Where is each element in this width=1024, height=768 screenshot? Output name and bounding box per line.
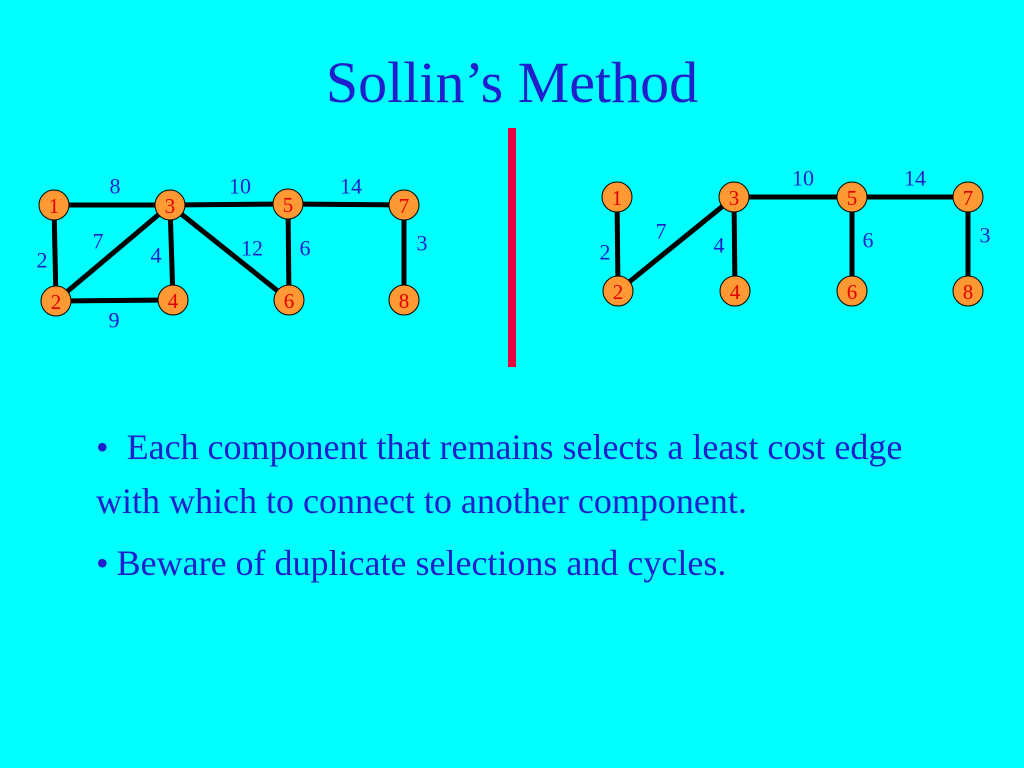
edge-weight-label: 10	[229, 174, 251, 199]
graph-edge	[53, 202, 173, 304]
graph-node	[388, 284, 420, 316]
bullet-text: Beware of duplicate selections and cycle…	[116, 543, 727, 583]
graph-edge	[285, 201, 292, 303]
graph-node	[719, 275, 751, 307]
bullet-text: Each component that remains selects a le…	[96, 427, 903, 521]
slide-title: Sollin’s Method	[325, 50, 699, 115]
edge-weight-label: 3	[980, 223, 991, 248]
graph-node	[154, 189, 186, 221]
node-label: 1	[612, 186, 623, 210]
graph-edge	[167, 201, 291, 208]
edge-weight-label: 6	[863, 228, 874, 253]
node-label: 3	[165, 194, 176, 218]
node-label: 4	[168, 289, 179, 313]
graph-edge	[167, 202, 292, 303]
node-label: 6	[847, 280, 858, 304]
node-label: 3	[729, 186, 740, 210]
edge-weight-label: 2	[37, 248, 48, 273]
bullet-list: •Each component that remains selects a l…	[96, 420, 936, 598]
node-label: 5	[847, 186, 858, 210]
graph-node	[272, 188, 304, 220]
node-label: 4	[730, 280, 741, 304]
graph-edge	[731, 194, 738, 294]
edge-weight-label: 12	[241, 236, 263, 261]
node-label: 2	[613, 280, 624, 304]
edge-weight-label: 14	[340, 174, 362, 199]
bullet-mark: •	[96, 543, 109, 583]
graph-edge	[167, 202, 176, 303]
node-label: 7	[963, 186, 974, 210]
graph-node	[38, 189, 70, 221]
graph-node	[718, 181, 750, 213]
edge-weight-label: 9	[109, 308, 120, 333]
node-label: 7	[399, 194, 410, 218]
graph-edge	[285, 201, 407, 208]
graph-node	[602, 275, 634, 307]
graph-node	[836, 275, 868, 307]
graph-node	[601, 181, 633, 213]
graph-edge	[51, 202, 59, 304]
graph-node	[388, 189, 420, 221]
edge-weight-label: 4	[714, 233, 725, 258]
graph-node	[952, 275, 984, 307]
bullet-item: •Beware of duplicate selections and cycl…	[96, 536, 936, 590]
edge-weight-label: 3	[417, 231, 428, 256]
edge-weight-label: 2	[600, 240, 611, 265]
node-label: 6	[284, 289, 295, 313]
edge-weight-label: 8	[110, 174, 121, 199]
edge-weight-label: 4	[151, 243, 162, 268]
graph-node	[157, 284, 189, 316]
node-label: 8	[963, 280, 974, 304]
edge-weight-label: 6	[300, 236, 311, 261]
graph-edge	[53, 297, 176, 304]
bullet-item: •Each component that remains selects a l…	[96, 420, 936, 528]
edge-weight-label: 7	[93, 229, 104, 254]
graph-edge	[615, 194, 737, 294]
graph-node	[273, 284, 305, 316]
edge-weight-label: 10	[792, 166, 814, 191]
graph-node	[952, 181, 984, 213]
node-label: 5	[283, 193, 294, 217]
node-label: 2	[51, 290, 62, 314]
node-label: 8	[399, 289, 410, 313]
bullet-mark: •	[96, 427, 109, 467]
node-label: 1	[49, 194, 60, 218]
graph-edge	[614, 194, 621, 294]
edge-weight-label: 7	[656, 219, 667, 244]
graph-node	[40, 285, 72, 317]
edge-weight-label: 14	[904, 166, 926, 191]
graph-node	[836, 181, 868, 213]
